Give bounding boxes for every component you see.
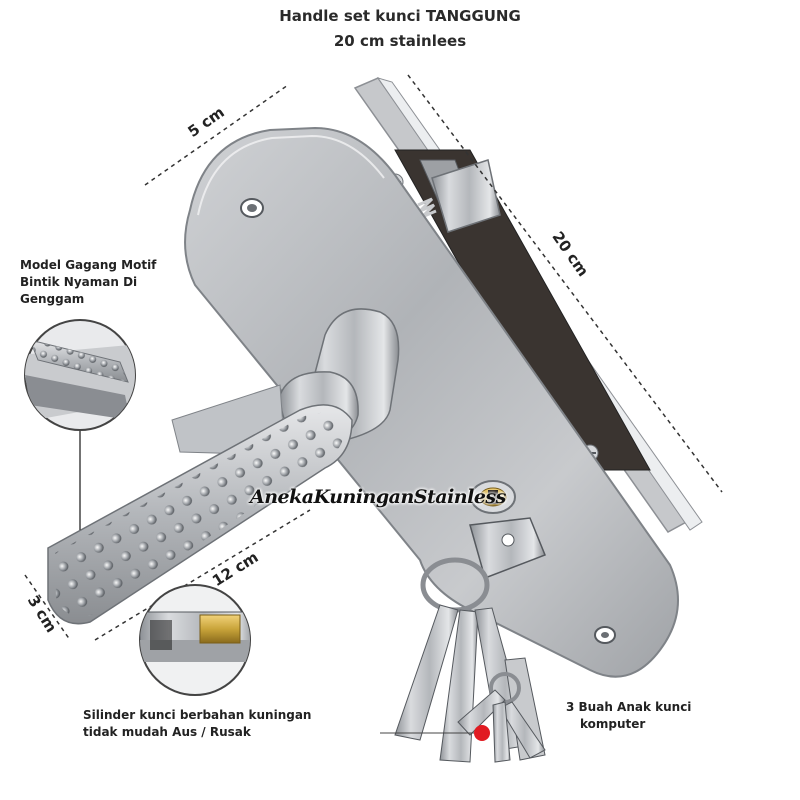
lock-cylinder: [469, 480, 546, 579]
dimension-lines: [24, 74, 723, 641]
mortise-lock-body: [353, 77, 703, 533]
three-keys: [380, 672, 546, 763]
dim-line-top: [144, 84, 289, 186]
grip-callout-line1: Model Gagang Motif: [20, 258, 157, 272]
handle-plate: [184, 126, 679, 678]
keys-callout-line2: komputer: [580, 717, 646, 731]
watermark: AnekaKuninganStainless: [250, 486, 506, 508]
red-marker-dot: [474, 725, 490, 741]
dim-line-lever: [94, 509, 311, 641]
cylinder-callout-line2: tidak mudah Aus / Rusak: [83, 725, 251, 739]
cylinder-callout: Silinder kunci berbahan kuningan tidak m…: [83, 707, 363, 741]
product-title: Handle set kunci TANGGUNG: [279, 7, 521, 25]
dim-line-lever-end: [24, 574, 71, 641]
lever-handle: [47, 308, 400, 625]
keys-callout: 3 Buah Anak kunci komputer: [566, 699, 726, 733]
cylinder-zoom-inset: [139, 584, 251, 696]
grip-callout-line2: Bintik Nyaman Di: [20, 275, 138, 289]
dim-line-right: [407, 74, 723, 493]
grip-zoom-inset: [24, 319, 136, 530]
grip-callout: Model Gagang Motif Bintik Nyaman Di Geng…: [20, 257, 200, 308]
grip-callout-line3: Genggam: [20, 292, 85, 306]
product-subtitle: 20 cm stainlees: [333, 32, 467, 50]
cylinder-callout-line1: Silinder kunci berbahan kuningan: [83, 708, 312, 722]
keys-callout-line1: 3 Buah Anak kunci: [566, 700, 692, 714]
